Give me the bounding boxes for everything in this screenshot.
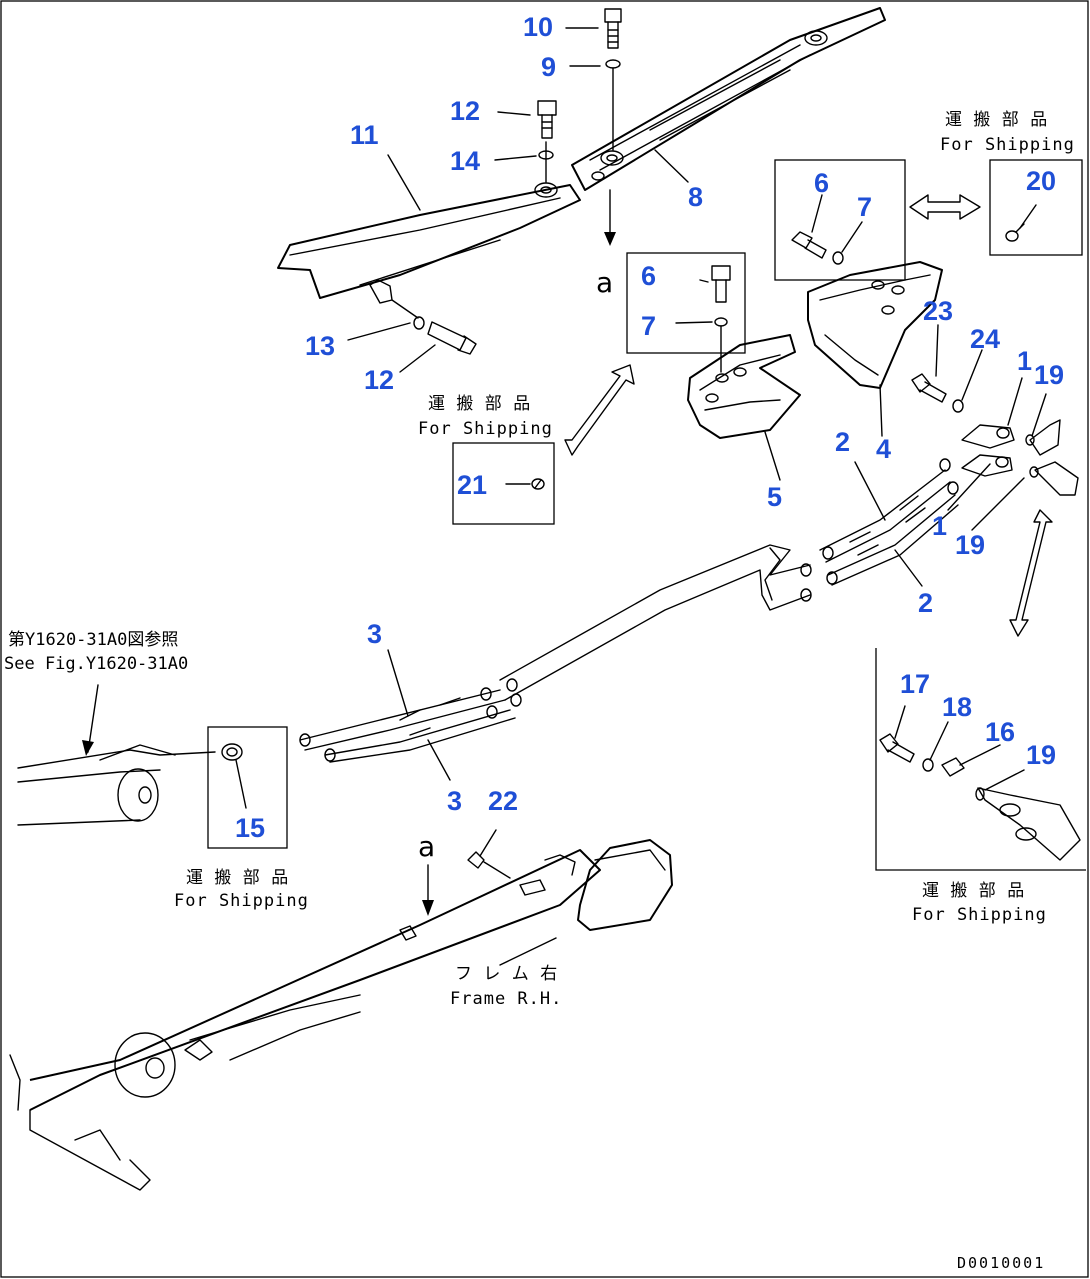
note-frame-jp: フ レ ム 右 bbox=[455, 964, 560, 984]
note-shipping-right-jp: 運 搬 部 品 bbox=[922, 881, 1027, 901]
callout-18: 18 bbox=[942, 692, 972, 722]
callout-1-upper: 1 bbox=[1017, 346, 1032, 376]
callout-12-upper: 12 bbox=[450, 96, 480, 126]
hose-end-part-19 bbox=[1025, 419, 1079, 496]
note-shipping-left-jp: 運 搬 部 品 bbox=[186, 868, 291, 888]
washer-24 bbox=[952, 399, 964, 413]
note-ref-jp: 第Y1620-31A0図参照 bbox=[8, 630, 178, 650]
callout-1-lower: 1 bbox=[932, 511, 947, 541]
note-shipping-mid-en: For Shipping bbox=[418, 419, 553, 439]
double-arrow-mid bbox=[564, 364, 635, 456]
part-15 bbox=[221, 743, 243, 761]
view-a-box bbox=[626, 252, 746, 354]
callout-12-lower: 12 bbox=[364, 365, 394, 395]
callout-3-upper: 3 bbox=[367, 619, 382, 649]
note-shipping-top-en: For Shipping bbox=[940, 135, 1075, 155]
bolt-6-view-a bbox=[711, 265, 731, 303]
boom-arm-part-8 bbox=[571, 7, 886, 191]
callout-7-top: 7 bbox=[857, 192, 872, 222]
callout-19-lower: 19 bbox=[955, 530, 985, 560]
note-shipping-left-en: For Shipping bbox=[174, 891, 309, 911]
callout-14: 14 bbox=[450, 146, 480, 176]
callout-23: 23 bbox=[923, 296, 953, 326]
callout-24: 24 bbox=[970, 324, 1000, 354]
callout-19-upper: 19 bbox=[1034, 360, 1064, 390]
callout-8: 8 bbox=[688, 182, 703, 212]
bolt-6-top bbox=[791, 231, 827, 259]
shipping-box-21 bbox=[452, 442, 555, 525]
ref-assembly-left bbox=[17, 744, 216, 826]
bracket-part-5 bbox=[687, 334, 801, 439]
note-shipping-top-jp: 運 搬 部 品 bbox=[945, 110, 1050, 130]
drawing-code: D0010001 bbox=[957, 1254, 1045, 1272]
callout-16: 16 bbox=[985, 717, 1015, 747]
shipping-box-right bbox=[875, 648, 1086, 871]
callout-21: 21 bbox=[457, 470, 487, 500]
part-22 bbox=[467, 851, 485, 869]
callout-6-view-a: 6 bbox=[641, 261, 656, 291]
double-arrow-top bbox=[909, 194, 981, 220]
hose-end-19-right bbox=[975, 787, 1081, 861]
callout-17: 17 bbox=[900, 669, 930, 699]
bolt-17 bbox=[879, 733, 915, 763]
callout-9: 9 bbox=[541, 52, 556, 82]
callout-3-lower: 3 bbox=[447, 786, 462, 816]
callout-7-view-a: 7 bbox=[641, 311, 656, 341]
callout-5: 5 bbox=[767, 482, 782, 512]
note-shipping-right-en: For Shipping bbox=[912, 905, 1047, 925]
bolt-23 bbox=[911, 373, 947, 403]
notes: 運 搬 部 品 For Shipping 運 搬 部 品 For Shippin… bbox=[4, 110, 1075, 1272]
callout-20: 20 bbox=[1026, 166, 1056, 196]
bolt-12-lower bbox=[427, 321, 477, 355]
callout-13: 13 bbox=[305, 331, 335, 361]
hose-part-2 bbox=[819, 458, 959, 586]
callout-22: 22 bbox=[488, 786, 518, 816]
washer-9 bbox=[605, 59, 621, 69]
callout-11: 11 bbox=[350, 120, 379, 150]
frame-rh bbox=[9, 839, 673, 1191]
cover-part-11 bbox=[277, 182, 581, 304]
callout-6-top: 6 bbox=[814, 168, 829, 198]
view-mark-a-upper: a bbox=[596, 266, 613, 299]
washer-13 bbox=[413, 316, 425, 330]
washer-7-top bbox=[832, 251, 844, 265]
callout-2-upper: 2 bbox=[835, 427, 850, 457]
double-arrow-right bbox=[1009, 509, 1053, 637]
note-shipping-mid-jp: 運 搬 部 品 bbox=[428, 394, 533, 414]
bolt-10 bbox=[604, 8, 622, 49]
callout-2-lower: 2 bbox=[918, 588, 933, 618]
shipping-box-top-right bbox=[989, 159, 1083, 256]
note-frame-en: Frame R.H. bbox=[450, 989, 562, 1009]
part-21 bbox=[531, 478, 545, 490]
washer-7-view-a bbox=[714, 317, 728, 327]
callout-19-right: 19 bbox=[1026, 740, 1056, 770]
shipping-box-top-left bbox=[774, 159, 906, 281]
bracket-part-4 bbox=[807, 261, 943, 389]
callout-numbers: 10 9 12 11 14 8 6 7 20 6 7 13 12 23 24 1… bbox=[235, 12, 1064, 843]
view-mark-a-lower: a bbox=[418, 830, 435, 863]
washer-18 bbox=[922, 758, 934, 772]
leader-lines bbox=[235, 27, 1047, 857]
bolt-12-upper bbox=[537, 100, 557, 139]
callout-4: 4 bbox=[876, 434, 891, 464]
note-ref-en: See Fig.Y1620-31A0 bbox=[4, 654, 188, 674]
callout-10: 10 bbox=[523, 12, 553, 42]
pipe-part-3 bbox=[299, 544, 812, 763]
shipping-box-15 bbox=[207, 726, 288, 849]
callout-15: 15 bbox=[235, 813, 265, 843]
part-16 bbox=[941, 757, 965, 777]
fitting-part-1 bbox=[961, 424, 1015, 477]
